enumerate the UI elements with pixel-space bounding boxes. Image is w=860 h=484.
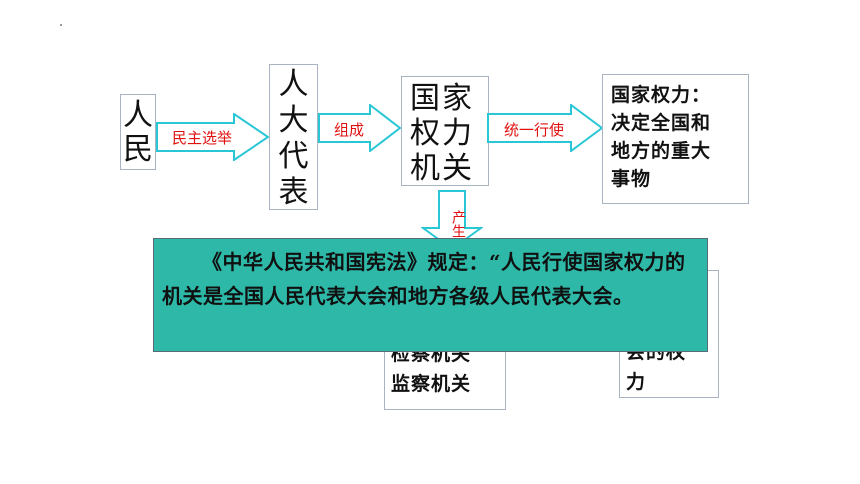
power-line-1: 国家权力： [611, 84, 712, 106]
power-line-2: 决定全国和 [611, 112, 712, 134]
power-line-4: 事物 [611, 168, 652, 190]
elect-arrow [156, 113, 270, 161]
state-power-organ-box: 国家 权力 机关 [401, 76, 489, 186]
organ-line-2: 权力 [410, 116, 474, 151]
power-line-3: 地方的重大 [611, 140, 712, 162]
constitution-callout: 《中华人民共和国宪法》规定：“人民行使国家权力的机关是全国人民代表大会和地方各级… [153, 238, 708, 352]
exercise-arrow [487, 104, 604, 152]
deputies-char-2: 大 [278, 103, 309, 138]
compose-arrow [318, 104, 402, 152]
organs2-line-2: 监察机关 [391, 373, 472, 395]
deputies-char-3: 代 [278, 139, 309, 174]
people-box: 人 民 [120, 94, 156, 170]
exercise-label: 统一行使 [504, 121, 565, 139]
state-power-box: 国家权力： 决定全国和 地方的重大 事物 [602, 74, 749, 204]
compose-label: 组成 [334, 121, 365, 139]
people-char-2: 民 [123, 132, 153, 167]
power2-line-2: 力 [626, 371, 647, 393]
organ-line-1: 国家 [410, 81, 474, 116]
elect-label: 民主选举 [172, 129, 233, 147]
deputies-char-4: 表 [278, 175, 309, 210]
people-char-1: 人 [123, 98, 153, 133]
deputies-box: 人 大 代 表 [269, 64, 318, 210]
deputies-char-1: 人 [278, 67, 309, 102]
stray-dot [60, 24, 62, 26]
produce-label: 产生 [450, 210, 466, 238]
organ-line-3: 机关 [410, 151, 474, 186]
